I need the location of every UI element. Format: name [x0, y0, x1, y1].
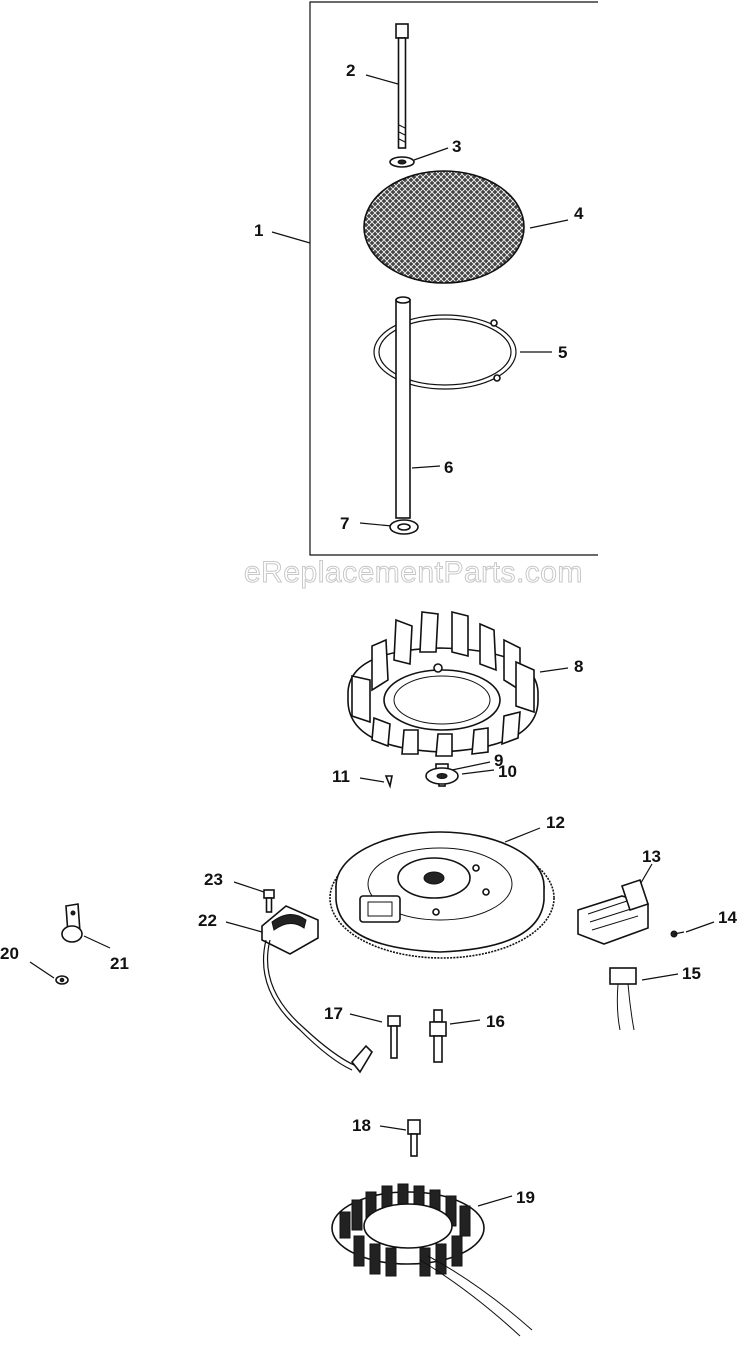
callout-15: 15: [682, 964, 701, 983]
part-connector: [609, 967, 637, 1031]
callout-9: 9: [494, 751, 504, 770]
part-washer-large: [389, 519, 419, 535]
part-rectifier-regulator: [577, 878, 650, 945]
callout-3: 3: [452, 137, 462, 156]
callout-7: 7: [340, 514, 350, 533]
callout-11: 11: [332, 767, 350, 786]
callout-23: 23: [204, 870, 223, 889]
part-clip: [61, 903, 83, 943]
part-washer-small: [389, 156, 415, 168]
part-stator: [331, 1183, 533, 1337]
callout-5: 5: [558, 343, 568, 362]
callout-10: 10: [498, 762, 517, 781]
part-screw-module: [263, 889, 275, 913]
callout-17: 17: [324, 1004, 343, 1023]
callout-8: 8: [574, 657, 584, 676]
callout-16: 16: [486, 1012, 505, 1031]
part-spark-plug: [429, 1009, 447, 1063]
part-nut: [55, 975, 69, 985]
part-bolt-long: [395, 23, 409, 149]
part-flywheel: [329, 831, 555, 959]
part-spacer-tube: [395, 296, 411, 519]
callout-22: 22: [198, 911, 217, 930]
part-key: [384, 775, 393, 789]
part-screw-small: [670, 930, 685, 938]
part-ignition-module: [261, 905, 374, 1074]
callout-21: 21: [110, 954, 129, 973]
callout-20: 20: [0, 944, 19, 963]
callout-4: 4: [574, 204, 584, 223]
part-bolt-stator: [407, 1119, 421, 1157]
watermark: eReplacementParts.com: [244, 556, 583, 590]
callout-12: 12: [546, 813, 565, 832]
callout-6: 6: [444, 458, 454, 477]
callout-13: 13: [642, 847, 661, 866]
callout-14: 14: [718, 908, 737, 927]
callout-18: 18: [352, 1116, 371, 1135]
callout-2: 2: [346, 61, 356, 80]
callout-19: 19: [516, 1188, 535, 1207]
part-washer-thick: [425, 767, 459, 785]
part-bolt-ignition: [387, 1015, 401, 1059]
part-cooling-fan: [347, 610, 539, 757]
part-retaining-ring: [373, 314, 517, 390]
part-screen: [363, 170, 525, 284]
callout-1: 1: [254, 221, 264, 240]
kit-bracket: [309, 1, 598, 556]
